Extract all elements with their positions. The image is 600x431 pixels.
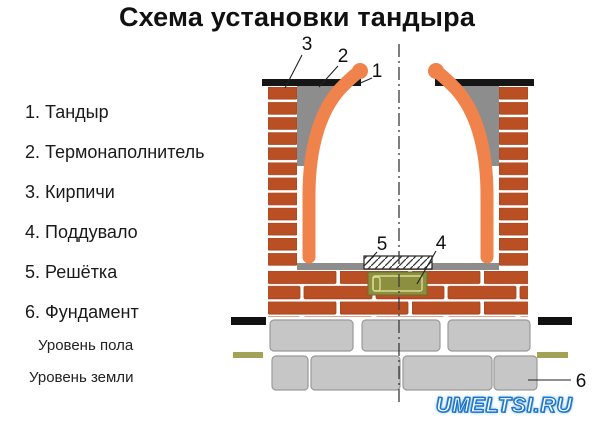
brick-column-right (499, 87, 528, 268)
foundation-block (361, 319, 441, 352)
legend-item-ash-pit: 4. Поддувало (25, 222, 138, 242)
tandyr-lip-left (352, 63, 368, 79)
foundation-block (310, 355, 401, 391)
page-title: Схема установки тандыра (118, 2, 476, 32)
floor-level-bar-left (231, 317, 266, 325)
foundation-block (402, 355, 493, 391)
foundation-block (271, 355, 309, 391)
top-cap-left (262, 79, 361, 86)
callout-number-grate: 5 (377, 234, 388, 255)
leader-ash-pit (416, 250, 437, 285)
floor-level-label: Уровень пола (38, 337, 134, 354)
top-cap-right (435, 79, 534, 86)
legend-item-foundation: 6. Фундамент (25, 302, 139, 322)
legend: 1. Тандыр 2. Термонаполнитель 3. Кирпичи… (25, 103, 205, 343)
leader-tandyr (357, 77, 373, 85)
ground-level-label: Уровень земли (29, 369, 134, 386)
leader-bricks (284, 54, 303, 89)
callout-number-thermo-filler: 2 (338, 46, 349, 67)
foundation-block (493, 355, 538, 391)
legend-item-thermo-filler: 2. Термонаполнитель (25, 142, 205, 162)
ash-pit (367, 271, 428, 296)
leader-thermo-filler (318, 65, 339, 88)
grate (363, 255, 433, 270)
callout-leaders (284, 54, 571, 381)
callout-number-tandyr: 1 (372, 61, 383, 82)
foundation-block (269, 319, 354, 352)
foundation (269, 319, 538, 391)
legend-item-tandyr: 1. Тандыр (25, 102, 109, 122)
tandyr-vessel (302, 63, 494, 264)
ground-level-bar-right (537, 352, 568, 358)
ground-level-bar-left (233, 352, 263, 358)
brick-column-left (268, 87, 297, 268)
callout-number-bricks: 3 (302, 34, 313, 55)
foundation-block (447, 319, 531, 352)
floor-level-bar-right (538, 317, 572, 325)
callout-number-ash-pit: 4 (436, 233, 447, 254)
legend-item-grate: 5. Решётка (25, 262, 118, 282)
watermark: UMELTSI.RU (435, 393, 573, 417)
tandyr-lip-right (428, 63, 444, 79)
leader-grate (366, 251, 378, 264)
callout-number-foundation: 6 (576, 371, 587, 392)
legend-item-bricks: 3. Кирпичи (25, 182, 115, 202)
